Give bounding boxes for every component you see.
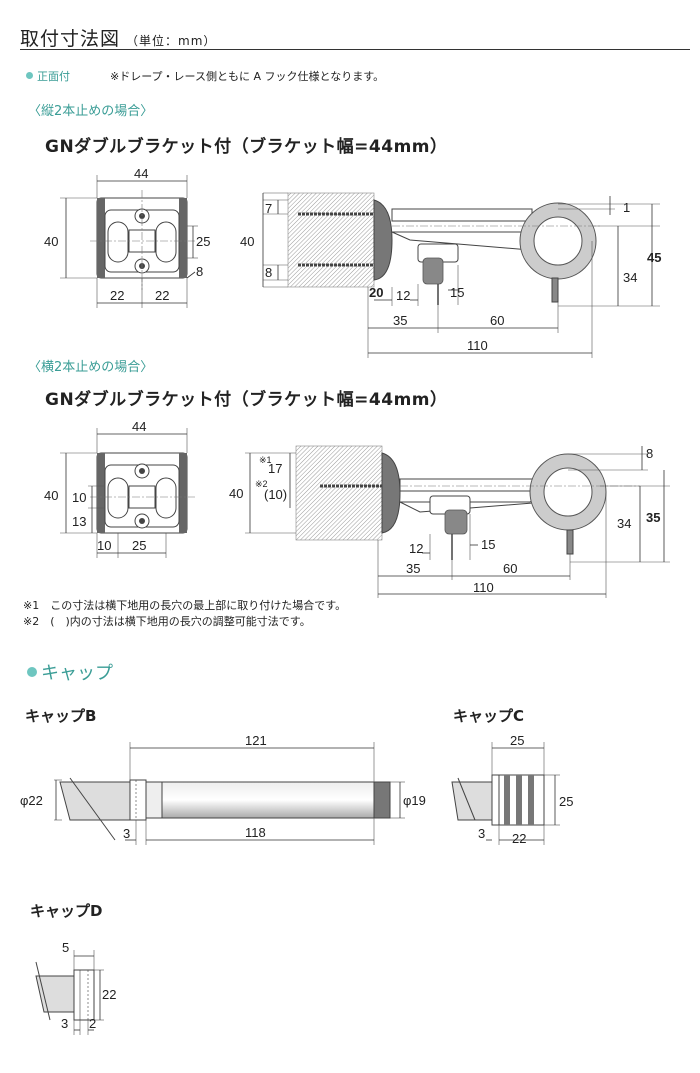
mount-type-label: 正面付 [26,68,70,84]
dim-upper-side: 17 [268,461,282,476]
dim-total-height-2: 35 [646,510,660,525]
cap-b-rod: 118 [245,825,266,840]
dim-right-bottom-2: 25 [132,538,146,553]
dim-total-2: 110 [473,580,494,595]
mount-note: ※ドレープ・レース側ともに A フック仕様となります。 [110,70,385,83]
bullet-icon [26,72,33,79]
dim-right: 25 [196,234,210,249]
mount-type-text: 正面付 [37,70,70,83]
cap-d-drawing: 5 22 3 2 [35,940,116,1035]
dim-width-2: 44 [132,419,146,434]
bracket-front-view-vertical: 44 40 25 8 22 22 [44,166,210,308]
footnote-1: ※1 この寸法は横下地用の長穴の最上部に取り付けた場合です。 [23,599,347,612]
dim-runner-offset-2: 12 [409,541,423,556]
cap-b-drawing: 121 118 3 φ22 φ19 [20,733,426,845]
dim-dist-b-2: 60 [503,561,517,576]
bracket-front-view-horizontal: 44 40 10 13 10 25 [44,419,195,558]
cap-b-diameter-right: φ19 [403,793,426,808]
dim-height: 40 [44,234,58,249]
dim-runner-drop: 15 [450,285,464,300]
dim-total-height: 45 [647,250,661,265]
cap-b-total: 121 [245,733,267,748]
dim-runner-drop-2: 15 [481,537,495,552]
cap-d-label: キャップD [30,902,103,920]
cap-c-height: 25 [559,794,573,809]
dim-gap-top-2: 8 [646,446,653,461]
dim-note-2: ※2 [255,479,268,489]
cap-d-width: 5 [62,940,69,955]
dim-side-height: 40 [240,234,254,249]
dim-left-bottom-2: 10 [97,538,111,553]
dim-runner-offset: 12 [396,288,410,303]
dim-dist-b: 60 [490,313,504,328]
dim-bottom-screw: 8 [265,265,272,280]
case-horizontal-label: 〈横2本止めの場合〉 [28,360,154,375]
dim-left-bottom: 22 [110,288,124,303]
dim-base: 20 [369,285,383,300]
bracket-side-view-vertical: 7 40 8 20 12 15 35 60 110 1 34 45 [240,192,661,358]
cap-section-title: キャップ [27,659,113,685]
cap-b-diameter-left: φ22 [20,793,43,808]
title-unit: （単位：mm） [126,34,217,48]
dim-rod-height-2: 34 [617,516,631,531]
dim-side-height-2: 40 [229,486,243,501]
cap-b-thickness: 3 [123,826,130,841]
cap-d-height: 22 [102,987,116,1002]
dim-dist-a: 35 [393,313,407,328]
dim-lower-side: (10) [264,487,287,502]
dim-height-2: 40 [44,488,58,503]
cap-b-label: キャップB [25,707,97,725]
dim-width: 44 [134,166,148,181]
cap-c-drawing: 25 25 3 22 [451,733,573,846]
dim-right-bottom: 22 [155,288,169,303]
bullet-icon [27,667,37,677]
dim-lower-2: 13 [72,514,86,529]
case-vertical-heading: GNダブルブラケット付（ブラケット幅=44mm） [45,137,448,157]
dim-total: 110 [467,338,488,353]
cap-d-left: 3 [61,1016,68,1031]
cap-section-text: キャップ [41,663,113,684]
dim-rod-height: 34 [623,270,637,285]
dim-bottom-small: 8 [196,264,203,279]
dim-upper-2: 10 [72,490,86,505]
dim-note-1: ※1 [259,455,272,465]
cap-c-label: キャップC [453,707,525,725]
case-horizontal-heading: GNダブルブラケット付（ブラケット幅=44mm） [45,390,448,410]
dim-top-screw: 7 [265,201,272,216]
cap-c-body: 22 [512,831,526,846]
cap-c-width: 25 [510,733,524,748]
case-vertical-label: 〈縦2本止めの場合〉 [28,104,154,119]
footnote-2: ※2 ( )内の寸法は横下地用の長穴の調整可能寸法です。 [23,615,311,628]
page-title: 取付寸法図 （単位：mm） [20,24,216,51]
title-divider [20,49,690,50]
cap-d-right: 2 [89,1016,96,1031]
dim-dist-a-2: 35 [406,561,420,576]
bracket-side-view-horizontal: ※1 17 ※2 (10) 40 12 15 35 60 110 8 34 35 [229,445,670,598]
dim-gap-top: 1 [623,200,630,215]
title-text: 取付寸法図 [20,28,121,50]
cap-c-thickness: 3 [478,826,485,841]
